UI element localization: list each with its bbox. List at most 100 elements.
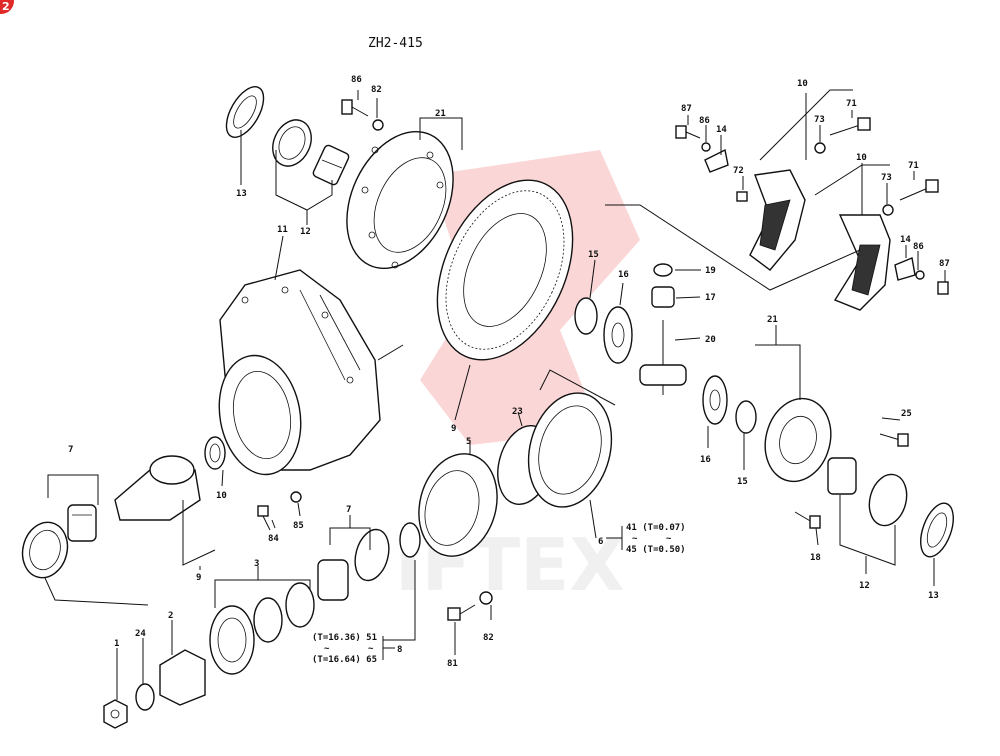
part-11-carrier-housing <box>218 269 381 476</box>
part-5-bearing-cage <box>418 453 498 557</box>
diagram-title: ZH2-415 <box>368 36 423 51</box>
part-12-bearing-cup-left <box>272 119 312 167</box>
part-7-bearing-cone-lower <box>317 559 349 601</box>
callout-13: 13 <box>236 189 247 199</box>
callout-18: 18 <box>810 553 821 563</box>
part-2-flange-yoke <box>159 649 206 706</box>
part-12-roller-right <box>827 457 857 495</box>
callout-84: 84 <box>268 534 279 544</box>
part-3-bearing-set <box>253 582 315 643</box>
callout-20: 20 <box>705 335 716 345</box>
spec-notes: 41 (T=0.07) ~ ~ 45 (T=0.50) (T=16.36) 51… <box>312 523 686 665</box>
part-86-washer-lower <box>915 270 925 280</box>
part-25-bolt <box>879 433 909 447</box>
callout-16: 16 <box>618 270 629 280</box>
part-2-companion-housing <box>209 605 255 675</box>
note-spacer-65: (T=16.64) 65 <box>312 655 377 665</box>
part-73-washer-lower <box>882 204 894 216</box>
part-10-bearing-cap-upper <box>749 169 806 271</box>
callout-82: 82 <box>483 633 494 643</box>
note-shim-41: 41 (T=0.07) <box>626 523 686 533</box>
callout-71: 71 <box>846 99 857 109</box>
note-shim-45: 45 (T=0.50) <box>626 545 686 555</box>
part-15-thrust-washer-lower <box>735 400 757 434</box>
note-spacer-51: (T=16.36) 51 <box>312 633 377 643</box>
part-21-diff-case-flange <box>346 130 454 270</box>
leader-lines <box>44 89 946 700</box>
callout-19: 19 <box>705 266 716 276</box>
part-13-bearing-right <box>920 502 954 558</box>
part-71-bolt-lower <box>899 179 939 201</box>
part-12-bearing-cup-right <box>868 473 908 527</box>
callout-11: 11 <box>277 225 288 235</box>
part-21-diff-case-right <box>764 397 832 483</box>
part-cup-lower <box>354 528 390 582</box>
part-82-washer-top <box>372 119 384 131</box>
part-17-pinion-gear <box>651 286 675 308</box>
callout-10: 10 <box>856 153 867 163</box>
callout-86: 86 <box>913 242 924 252</box>
callout-82: 82 <box>371 85 382 95</box>
callout-7: 7 <box>68 445 73 455</box>
callout-17: 17 <box>705 293 716 303</box>
callout-71: 71 <box>908 161 919 171</box>
part-10-bearing-cap-lower <box>833 214 891 311</box>
part-10-pilot-bearing <box>204 436 226 470</box>
callout-87: 87 <box>681 104 692 114</box>
note-tilde-6: ~ <box>632 534 638 544</box>
part-87-bolt-lower <box>937 281 949 295</box>
part-72-pin <box>736 191 748 202</box>
part-73-washer-upper <box>814 142 826 154</box>
part-86-bolt-top <box>341 99 369 117</box>
callout-14: 14 <box>900 235 911 245</box>
callout-6: 6 <box>598 537 603 547</box>
callout-10: 10 <box>797 79 808 89</box>
callout-81: 81 <box>447 659 458 669</box>
part-9-drive-pinion <box>114 455 201 521</box>
callout-12: 12 <box>300 227 311 237</box>
callout-23: 23 <box>512 407 523 417</box>
callout-72: 72 <box>733 166 744 176</box>
callout-9: 9 <box>451 424 456 434</box>
part-13-bearing-left <box>225 86 265 138</box>
note-tilde-8b: ~ <box>368 644 374 654</box>
callout-12: 12 <box>859 581 870 591</box>
part-14-lock-plate-upper <box>704 148 729 173</box>
corner-badge-text: 2 <box>2 0 10 13</box>
part-84-bolt <box>257 505 271 531</box>
note-tilde-8: ~ <box>324 644 330 654</box>
part-16-side-gear-lower <box>702 375 728 425</box>
callout-7: 7 <box>346 505 351 515</box>
part-20-spider <box>639 320 687 395</box>
part-19-pinion-washer <box>653 263 673 277</box>
part-1-flange-nut <box>103 699 128 729</box>
part-24-washer <box>135 683 155 711</box>
part-85-washer <box>290 491 302 503</box>
callout-21: 21 <box>767 315 778 325</box>
callout-15: 15 <box>588 250 599 260</box>
callout-73: 73 <box>881 173 892 183</box>
callout-8: 8 <box>397 645 402 655</box>
part-8-spacer <box>399 522 421 558</box>
callout-21: 21 <box>435 109 446 119</box>
callout-5: 5 <box>466 437 471 447</box>
part-7-pinion-bearing-cup <box>21 521 69 579</box>
part-14-lock-plate-lower <box>894 257 916 281</box>
part-6-shim <box>527 392 613 508</box>
part-7-pinion-bearing-cone <box>67 504 97 542</box>
callout-73: 73 <box>814 115 825 125</box>
part-86-washer-upper <box>701 142 711 152</box>
callout-85: 85 <box>293 521 304 531</box>
callout-3: 3 <box>254 559 259 569</box>
part-9-ring-gear <box>436 179 574 361</box>
callout-9: 9 <box>196 573 201 583</box>
callout-labels: 13 12 86 82 21 11 7 10 9 84 85 9 5 23 7 … <box>68 75 950 669</box>
callout-16: 16 <box>700 455 711 465</box>
callout-10: 10 <box>216 491 227 501</box>
callout-13: 13 <box>928 591 939 601</box>
callout-24: 24 <box>135 629 146 639</box>
part-16-side-gear-top <box>603 306 633 364</box>
callout-2: 2 <box>168 611 173 621</box>
